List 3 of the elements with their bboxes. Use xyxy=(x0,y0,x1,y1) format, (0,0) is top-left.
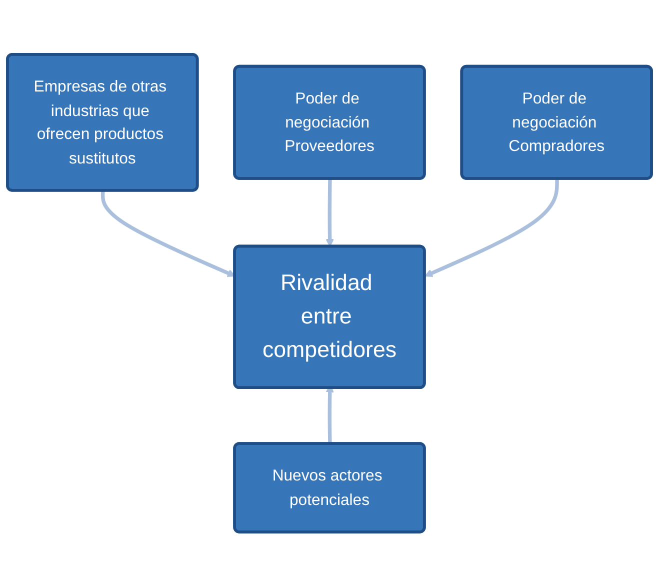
arrow xyxy=(100,190,236,277)
arrow xyxy=(326,178,334,247)
arrow xyxy=(424,178,559,277)
